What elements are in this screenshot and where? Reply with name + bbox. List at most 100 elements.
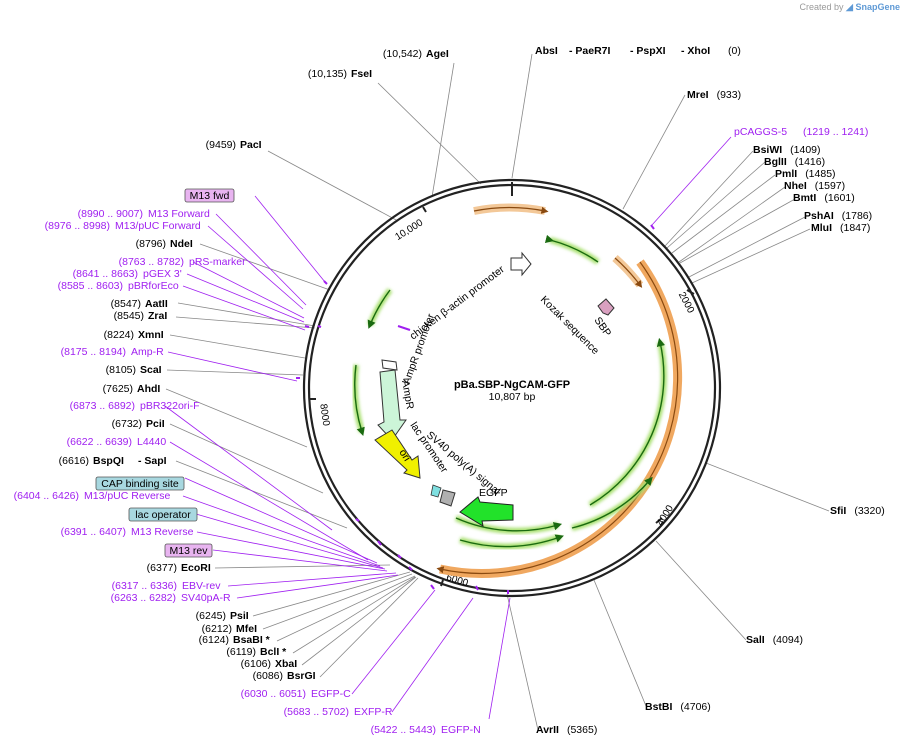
site-pos: (6106) — [241, 658, 271, 670]
boxed-label: lac operator — [135, 509, 191, 521]
primer-name: M13 Reverse — [131, 526, 194, 538]
primer-range: (8641 .. 8663) — [73, 268, 138, 280]
site-pos: (4706) — [680, 701, 710, 713]
sv40-block-icon — [439, 489, 456, 507]
site-name: SalI — [746, 634, 765, 646]
site-pos: (7625) — [103, 383, 133, 395]
site-name: XbaI — [275, 658, 297, 670]
site-name: BstBI — [645, 701, 673, 713]
kozak-mark — [397, 325, 411, 331]
primer-name: pGEX 3' — [143, 268, 182, 280]
site-name: PshAI — [804, 210, 834, 222]
primer-name: EXFP-R — [354, 706, 393, 718]
snapgene-credit: Created by ◢ SnapGene — [800, 2, 901, 13]
site-pos: (8547) — [111, 298, 141, 310]
primer-name: pCAGGS-5 — [734, 126, 787, 138]
chicken-promoter-arrow-icon — [510, 251, 532, 277]
label-ori: ori — [396, 447, 412, 463]
site-name: EcoRI — [181, 562, 211, 574]
ori-arrow-icon — [374, 429, 421, 479]
lac-block-icon — [430, 484, 442, 498]
primer-range: (6873 .. 6892) — [70, 400, 135, 412]
site-name: AgeI — [426, 48, 449, 60]
site-labels: (10,542) AgeI (10,135) FseI (9459) PacI (8796)… — [59, 45, 885, 736]
primer-name: Amp-R — [131, 346, 164, 358]
site-name: AvrII — [536, 724, 559, 736]
site-pos: (6212) — [202, 623, 232, 635]
site-pos: (1786) — [842, 210, 872, 222]
primer-name: M13 Forward — [148, 208, 210, 220]
site-pos: (1601) — [824, 192, 854, 204]
primer-range: (8976 .. 8998) — [45, 220, 110, 232]
primer-range: (8175 .. 8194) — [61, 346, 126, 358]
primer-name: pRS-marker — [189, 256, 246, 268]
tick-marks — [310, 182, 695, 587]
site-name-alt: - SapI — [138, 455, 167, 467]
label-sbp: SBP — [592, 315, 614, 339]
site-name-alt: - PaeR7I — [569, 45, 611, 57]
site-name: MfeI — [236, 623, 257, 635]
site-pos: (6377) — [147, 562, 177, 574]
site-pos: (1485) — [805, 168, 835, 180]
site-pos: (8545) — [114, 310, 144, 322]
primer-name: EGFP-N — [441, 724, 481, 736]
site-name: ZraI — [148, 310, 167, 322]
primer-name: SV40pA-R — [181, 592, 231, 604]
primer-range: (8990 .. 9007) — [78, 208, 143, 220]
site-pos: (3320) — [854, 505, 884, 517]
site-pos: (6124) — [199, 634, 229, 646]
site-name: BglII — [764, 156, 787, 168]
site-name: PsiI — [230, 610, 249, 622]
primer-range: (6404 .. 6426) — [14, 490, 79, 502]
site-name: BsiWI — [753, 144, 782, 156]
green-features — [351, 234, 667, 550]
primer-range: (8763 .. 8782) — [119, 256, 184, 268]
site-name: XmnI — [138, 329, 164, 341]
site-pos: (9459) — [206, 139, 236, 151]
boxed-label-bg — [95, 476, 185, 491]
credit-brand: SnapGene — [855, 2, 900, 12]
primer-range: (8585 .. 8603) — [58, 280, 123, 292]
primer-range: (5422 .. 5443) — [371, 724, 436, 736]
primer-name: M13/pUC Forward — [115, 220, 201, 232]
site-name: AbsI — [535, 45, 558, 57]
leader-lines — [164, 53, 830, 731]
site-name: NdeI — [170, 238, 193, 250]
site-pos: (6119) — [226, 646, 256, 658]
site-name-alt: - XhoI — [681, 45, 710, 57]
primer-name: L4440 — [137, 436, 166, 448]
site-name: MluI — [811, 222, 832, 234]
backbone-outer — [302, 178, 722, 598]
primer-range: (5683 .. 5702) — [284, 706, 349, 718]
site-name: FseI — [351, 68, 372, 80]
primer-name: EGFP-C — [311, 688, 351, 700]
site-pos: (1847) — [840, 222, 870, 234]
site-name: PacI — [240, 139, 262, 151]
site-pos: (5365) — [567, 724, 597, 736]
primer-range: (6030 .. 6051) — [241, 688, 306, 700]
site-name: PciI — [146, 418, 165, 430]
site-name: BsaBI * — [233, 634, 271, 646]
primer-name: EBV-rev — [182, 580, 221, 592]
site-pos: (8796) — [136, 238, 166, 250]
primer-marks — [296, 224, 655, 594]
site-name: MreI — [687, 89, 709, 101]
site-pos: (10,542) — [383, 48, 422, 60]
primer-range: (1219 .. 1241) — [803, 126, 868, 138]
primer-name: pBR322ori-F — [140, 400, 200, 412]
site-pos: (1416) — [795, 156, 825, 168]
boxed-label-bg — [184, 188, 235, 203]
site-pos: (1597) — [815, 180, 845, 192]
sbp-arrow-icon — [597, 298, 615, 316]
site-pos: (6086) — [253, 670, 283, 682]
site-pos: (10,135) — [308, 68, 347, 80]
primer-name: M13/pUC Reverse — [84, 490, 171, 502]
boxed-label: CAP binding site — [101, 478, 179, 490]
site-name: SfiI — [830, 505, 846, 517]
site-name: AhdI — [137, 383, 160, 395]
snapgene-logo-icon: ◢ — [846, 2, 853, 12]
plasmid-name: pBa.SBP-NgCAM-GFP — [454, 379, 570, 391]
ampr-promoter-icon — [381, 359, 398, 371]
